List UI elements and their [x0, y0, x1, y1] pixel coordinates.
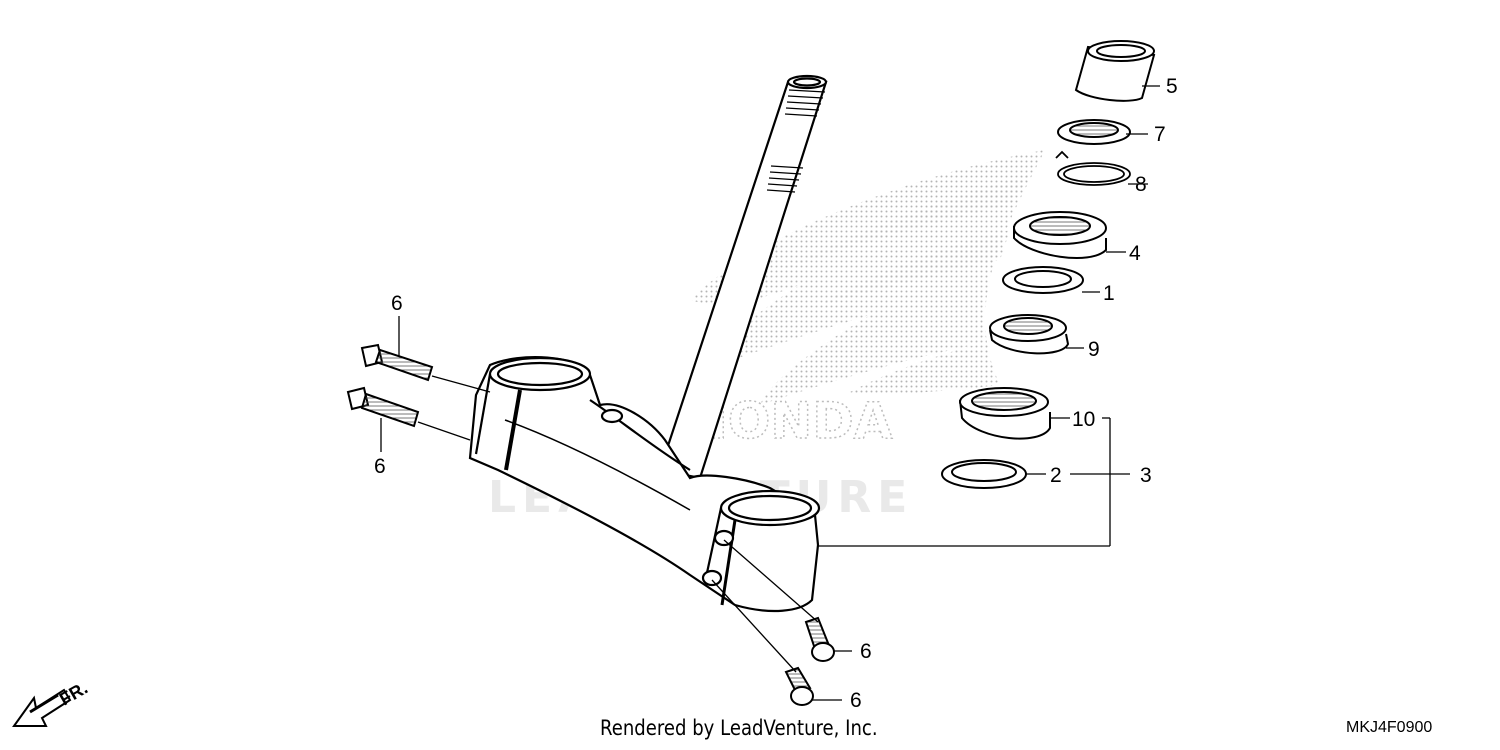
- bolt-lower-right-b: [784, 666, 814, 706]
- callout-9: 9: [1088, 338, 1100, 361]
- part-9-bearing: [989, 314, 1070, 355]
- callout-6-right-upper: 6: [860, 640, 872, 663]
- honda-wing-watermark: [690, 150, 1045, 405]
- front-direction-arrow: FR.: [12, 678, 91, 727]
- callout-5: 5: [1166, 75, 1178, 98]
- rendered-by-credit: Rendered by LeadVenture, Inc.: [600, 716, 878, 740]
- steering-stem: [468, 74, 828, 613]
- part-5-cap: [1074, 40, 1156, 102]
- callout-leader-lines: [380, 85, 1160, 701]
- part-10-bearing: [959, 387, 1051, 440]
- callout-7: 7: [1154, 123, 1166, 146]
- callout-1: 1: [1103, 282, 1115, 305]
- callout-8: 8: [1135, 173, 1147, 196]
- bolt-lower-right-a: [804, 616, 835, 662]
- callout-10: 10: [1072, 408, 1095, 431]
- callout-3: 3: [1140, 464, 1152, 487]
- part-7-locknut: [1057, 119, 1131, 145]
- callout-4: 4: [1129, 242, 1141, 265]
- part-2-seal: [941, 459, 1027, 489]
- callout-6-upper-left: 6: [391, 292, 403, 315]
- part-1-seal: [1002, 266, 1084, 294]
- part-8-lockwasher: [1055, 150, 1131, 186]
- callout-6-lower-left: 6: [374, 455, 386, 478]
- bolt-lower-left: [346, 386, 420, 428]
- callout-6-right-lower: 6: [850, 689, 862, 712]
- callout-2: 2: [1050, 464, 1062, 487]
- bolt-leader-lines: [417, 375, 819, 673]
- drawing-code: MKJ4F0900: [1346, 719, 1433, 736]
- part-4-adjusting-nut: [1013, 211, 1107, 260]
- bolt-upper-left: [360, 343, 434, 382]
